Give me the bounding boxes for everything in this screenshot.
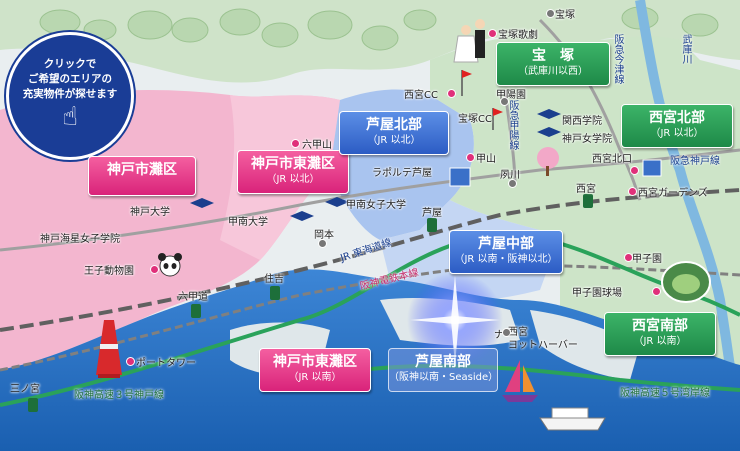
marker-takarazuka-station — [546, 9, 555, 18]
marker-koyoen — [500, 97, 509, 106]
label-nishinomiya-cc: 西宮CC — [404, 90, 438, 101]
click-badge[interactable]: クリックで ご希望のエリアの 充実物件が探せます ☝ — [6, 32, 134, 160]
marker-koshien-stadium — [652, 287, 661, 296]
label-konan-joshi: 甲南女子大学 — [346, 200, 406, 211]
area-subtitle: （阪神以南・Seaside） — [389, 372, 499, 383]
area-title: 芦屋南部 — [415, 354, 471, 370]
badge-line-3: 充実物件が探せます — [22, 88, 118, 100]
marker-port-tower — [126, 357, 135, 366]
label-kabutoyama: 甲山 — [476, 154, 496, 165]
label-koyoen: 甲陽園 — [496, 90, 526, 101]
label-hankyu-koyo: 阪急甲陽線 — [507, 100, 518, 150]
marker-shukugawa — [508, 179, 517, 188]
label-rokkomichi: 六甲道 — [178, 292, 208, 303]
area-subtitle: （武庫川以西） — [518, 66, 588, 77]
area-button-nishinomiya-south[interactable]: 西宮南部 （JR 以南） — [604, 312, 716, 356]
label-takarazuka-cc: 宝塚CC — [458, 114, 492, 125]
label-oji-zoo: 王子動物園 — [84, 266, 134, 277]
area-title: 芦屋北部 — [366, 117, 422, 133]
label-rokkosan: 六甲山 — [302, 140, 332, 151]
label-nishinomiya-gardens: 西宮ガーデンズ — [638, 188, 708, 199]
area-title: 神戸市灘区 — [107, 162, 177, 178]
area-button-nada[interactable]: 神戸市灘区 — [88, 156, 196, 196]
label-hanshin-exp3: 阪神高速３号神戸線 — [74, 390, 164, 401]
marker-nishinomiya-kitaguchi — [630, 166, 639, 175]
area-subtitle: （JR 以北） — [266, 174, 320, 185]
label-okamoto: 岡本 — [314, 230, 334, 241]
area-button-ashiya-middle[interactable]: 芦屋中部 （JR 以南・阪神以北） — [449, 230, 563, 274]
area-subtitle: （JR 以南） — [633, 336, 687, 347]
label-mukogawa: 武庫川 — [680, 34, 691, 64]
label-laporte-ashiya: ラポルテ芦屋 — [372, 168, 432, 179]
label-nishinomiya: 西宮 — [576, 184, 596, 195]
label-takarazuka-station: 宝塚 — [555, 10, 575, 21]
area-subtitle: （JR 以北） — [367, 135, 421, 146]
label-port-tower: ポートタワー — [136, 358, 196, 369]
label-kobe-university: 神戸大学 — [130, 207, 170, 218]
marker-takarazuka-kageki — [488, 29, 497, 38]
label-nishinomiya-kitaguchi: 西宮北口 — [592, 154, 632, 165]
area-button-ashiya-south[interactable]: 芦屋南部 （阪神以南・Seaside） — [388, 348, 498, 392]
area-title: 宝 塚 — [532, 48, 574, 64]
label-koshien-stadium: 甲子園球場 — [572, 288, 622, 299]
label-kansei-gakuin: 関西学院 — [562, 116, 602, 127]
label-sannomiya: 三ノ宮 — [10, 384, 40, 395]
area-title: 神戸市東灘区 — [251, 156, 335, 172]
marker-rokkosan — [291, 139, 300, 148]
marker-yacht-harbor — [502, 328, 511, 337]
label-hankyu-imazu: 阪急今津線 — [612, 34, 623, 84]
area-title: 西宮北部 — [649, 110, 705, 126]
area-subtitle: （JR 以南・阪神以北） — [454, 254, 558, 265]
area-title: 芦屋中部 — [478, 236, 534, 252]
area-button-nishinomiya-north[interactable]: 西宮北部 （JR 以北） — [621, 104, 733, 148]
label-shukugawa: 夙川 — [500, 170, 520, 181]
label-yacht-harbor: 西宮 ヨットハーバー — [508, 327, 578, 351]
label-hankyu-kobe: 阪急神戸線 — [670, 156, 720, 167]
marker-koshien — [624, 253, 633, 262]
area-title: 神戸市東灘区 — [273, 354, 357, 370]
marker-okamoto — [318, 239, 327, 248]
area-button-higashinada-north[interactable]: 神戸市東灘区 （JR 以北） — [237, 150, 349, 194]
label-takarazuka-kageki: 宝塚歌劇 — [498, 30, 538, 41]
marker-nishinomiya-gardens — [628, 187, 637, 196]
area-subtitle: （JR 以北） — [650, 128, 704, 139]
label-hanshin-exp5: 阪神高速５号湾岸線 — [620, 388, 710, 399]
label-konan-university: 甲南大学 — [228, 217, 268, 228]
area-subtitle: （JR 以南） — [288, 372, 342, 383]
badge-line-1: クリックで — [43, 58, 97, 70]
marker-nishinomiya-cc — [447, 89, 456, 98]
marker-kabutoyama — [466, 153, 475, 162]
area-button-higashinada-south[interactable]: 神戸市東灘区 （JR 以南） — [259, 348, 371, 392]
label-kobe-kaisei: 神戸海星女子学院 — [40, 234, 120, 245]
area-button-takarazuka[interactable]: 宝 塚 （武庫川以西） — [496, 42, 610, 86]
pointing-hand-icon: ☝ — [62, 102, 78, 132]
label-ashiya-station: 芦屋 — [422, 208, 442, 219]
label-sumiyoshi: 住吉 — [264, 274, 284, 285]
label-koshien: 甲子園 — [632, 254, 662, 265]
label-na: ナ — [494, 330, 504, 341]
marker-oji-zoo — [150, 265, 159, 274]
badge-line-2: ご希望のエリアの — [28, 73, 112, 85]
label-kobe-jogakuin: 神戸女学院 — [562, 134, 612, 145]
area-title: 西宮南部 — [632, 318, 688, 334]
area-button-ashiya-north[interactable]: 芦屋北部 （JR 以北） — [339, 111, 449, 155]
